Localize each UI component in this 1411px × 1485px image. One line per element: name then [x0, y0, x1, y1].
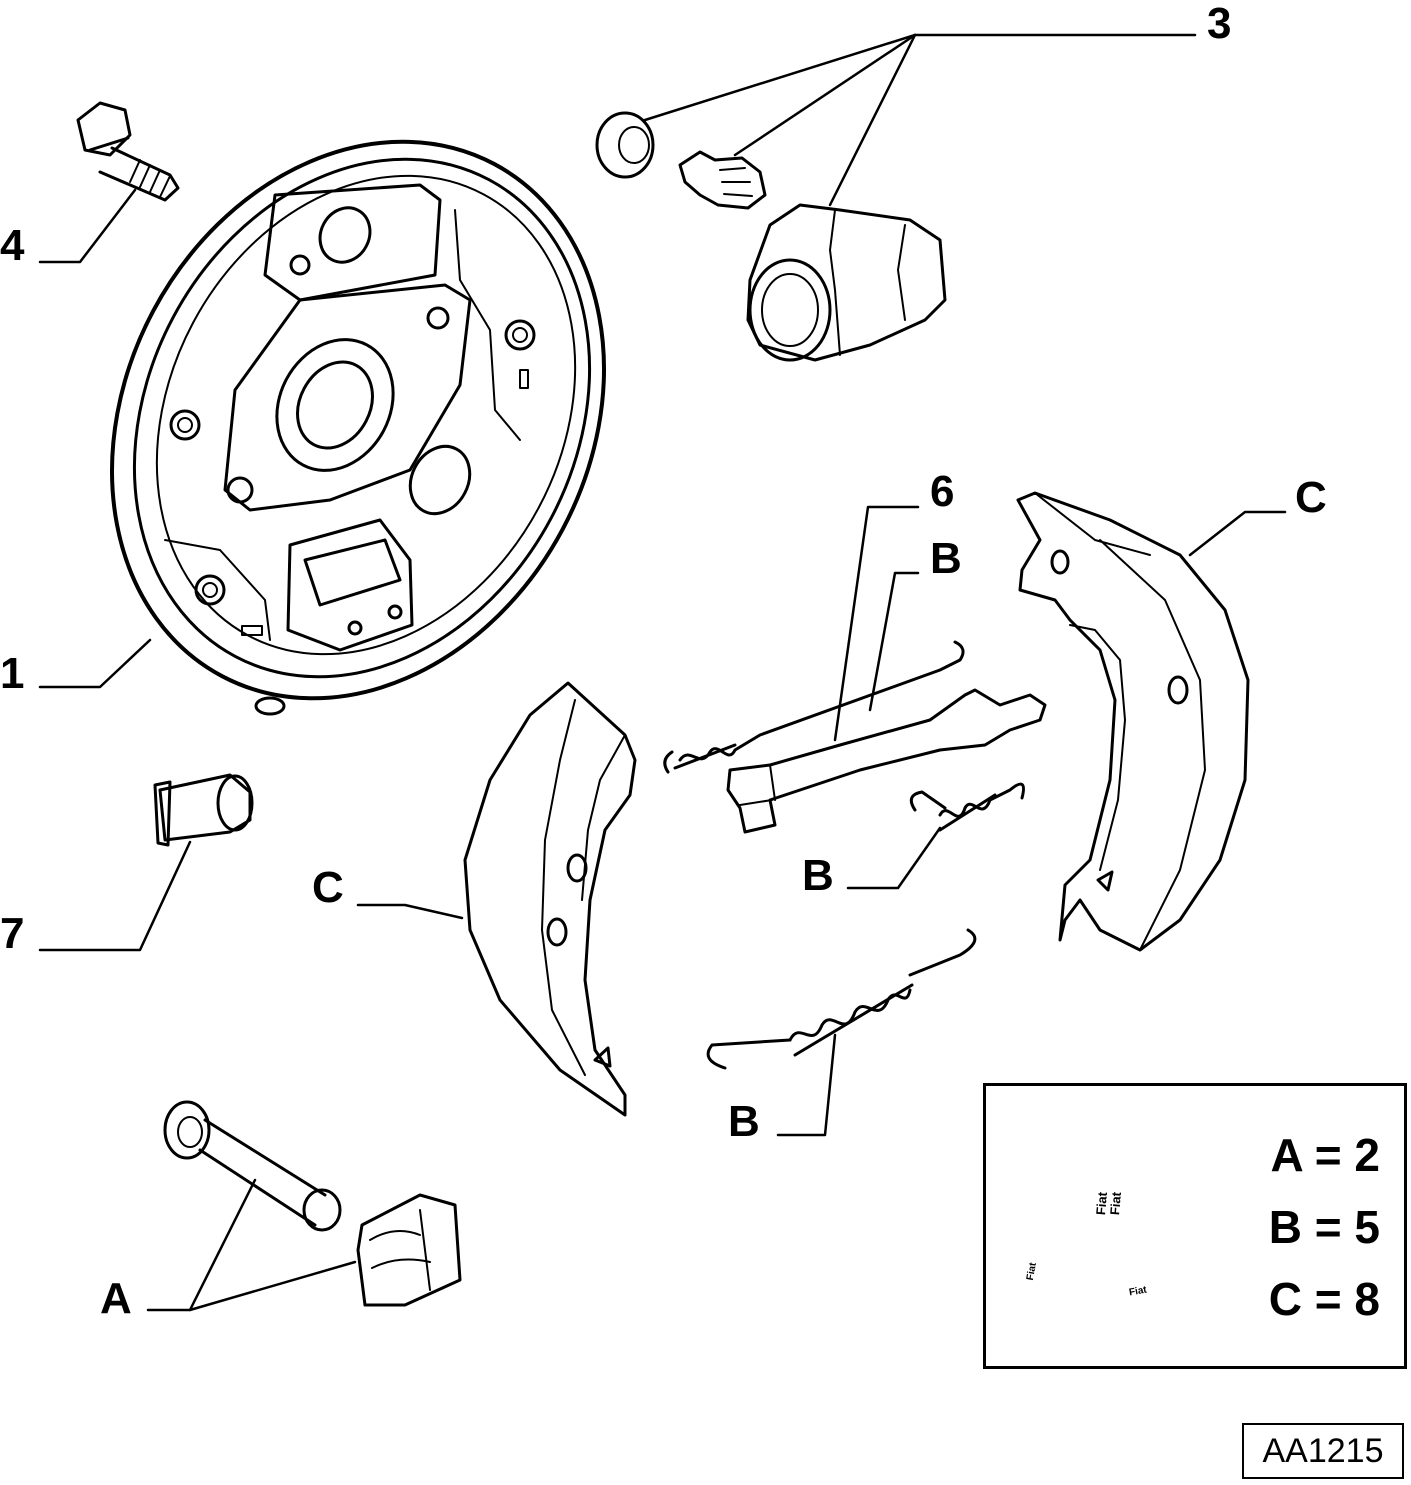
wheel-cylinder: [595, 111, 947, 362]
bolt: [76, 101, 180, 202]
label-b-top: B: [930, 534, 962, 583]
brake-shoe-left: [463, 681, 637, 1117]
spring-lower: [706, 928, 977, 1070]
legend-row-c: C = 8: [1268, 1273, 1380, 1325]
brand-mark: Fiat: [1024, 1261, 1039, 1282]
brand-mark: Fiat: [1107, 1191, 1125, 1216]
spring-middle: [909, 782, 1025, 832]
label-part-4: 4: [0, 221, 25, 270]
label-a: A: [100, 1274, 132, 1323]
legend-row-a: A = 2: [1270, 1129, 1380, 1181]
label-part-7: 7: [0, 909, 25, 958]
hold-down-clip: [356, 1193, 462, 1307]
label-part-6: 6: [930, 467, 955, 516]
label-c-right: C: [1295, 473, 1327, 522]
leader-lines: [38, 33, 1287, 1312]
figure-reference-code: AA1215: [1242, 1423, 1404, 1479]
adjuster-sleeve: [153, 773, 254, 847]
brake-shoe-right: [1016, 491, 1250, 952]
kit-legend: A = 2 B = 5 C = 8 Fiat Fiat Fiat Fiat: [983, 1083, 1407, 1369]
adjuster-strut: [726, 688, 1047, 834]
label-b-middle: B: [802, 851, 834, 900]
label-part-1: 1: [0, 649, 25, 698]
legend-row-b: B = 5: [1268, 1201, 1380, 1253]
label-b-bottom: B: [728, 1097, 760, 1146]
backing-plate: [110, 139, 606, 716]
label-c-left: C: [312, 863, 344, 912]
label-part-3: 3: [1207, 0, 1232, 48]
hold-down-pin: [163, 1100, 342, 1232]
brand-mark: Fiat: [1128, 1284, 1148, 1299]
spring-upper: [663, 640, 965, 774]
